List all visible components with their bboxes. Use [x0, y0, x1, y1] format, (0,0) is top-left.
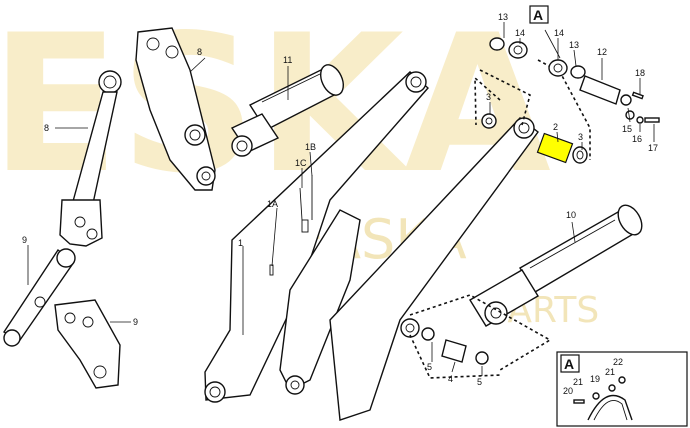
detail-a-bottom-label: A: [564, 356, 574, 372]
callout-15: 15: [622, 124, 632, 134]
callout-5-right: 5: [477, 377, 482, 387]
callout-10: 10: [566, 210, 576, 220]
part-2-highlight-bushing: [536, 132, 574, 164]
callout-1c: 1C: [295, 158, 307, 168]
part-10-cylinder: [469, 204, 643, 327]
callout-20: 20: [563, 386, 573, 396]
callout-21-right: 21: [605, 367, 615, 377]
callouts: 8 8 11 9 9 1 1A 1B 1C 10 3 2 3 5 4 5 13 …: [22, 12, 658, 396]
callout-13-left: 13: [498, 12, 508, 22]
callout-3-right: 3: [578, 132, 583, 142]
callout-19: 19: [590, 374, 600, 384]
callout-22: 22: [613, 357, 623, 367]
part-8-link-rod: [59, 70, 122, 247]
callout-14-right: 14: [554, 28, 564, 38]
callout-17: 17: [648, 143, 658, 153]
part-1-boom: [204, 71, 539, 421]
callout-8-top: 8: [197, 47, 202, 57]
upper-bushings: [481, 37, 660, 164]
callout-3-left: 3: [486, 92, 491, 102]
callout-9-left: 9: [22, 235, 27, 245]
leader-lines: [27, 22, 655, 376]
lower-bushings: [421, 327, 489, 365]
part-11-cylinder: [230, 64, 345, 157]
callout-21-left: 21: [573, 377, 583, 387]
part-8-bellcrank: [135, 27, 216, 191]
callout-18: 18: [635, 68, 645, 78]
callout-1a: 1A: [267, 199, 278, 209]
detail-a-top-label: A: [533, 7, 543, 23]
callout-16: 16: [632, 134, 642, 144]
callout-13-right: 13: [569, 40, 579, 50]
callout-11: 11: [283, 55, 292, 65]
callout-2: 2: [553, 122, 558, 132]
callout-4: 4: [448, 374, 453, 384]
callout-1: 1: [238, 238, 243, 248]
callout-8-left: 8: [44, 123, 49, 133]
callout-5-left: 5: [427, 362, 432, 372]
callout-9-right: 9: [133, 317, 138, 327]
detail-a-top: A: [529, 5, 549, 24]
detail-a-bottom: A: [556, 351, 688, 427]
part-9-links: [2, 248, 121, 389]
callout-12: 12: [597, 47, 607, 57]
callout-14-left: 14: [515, 28, 525, 38]
callout-1b: 1B: [305, 142, 316, 152]
